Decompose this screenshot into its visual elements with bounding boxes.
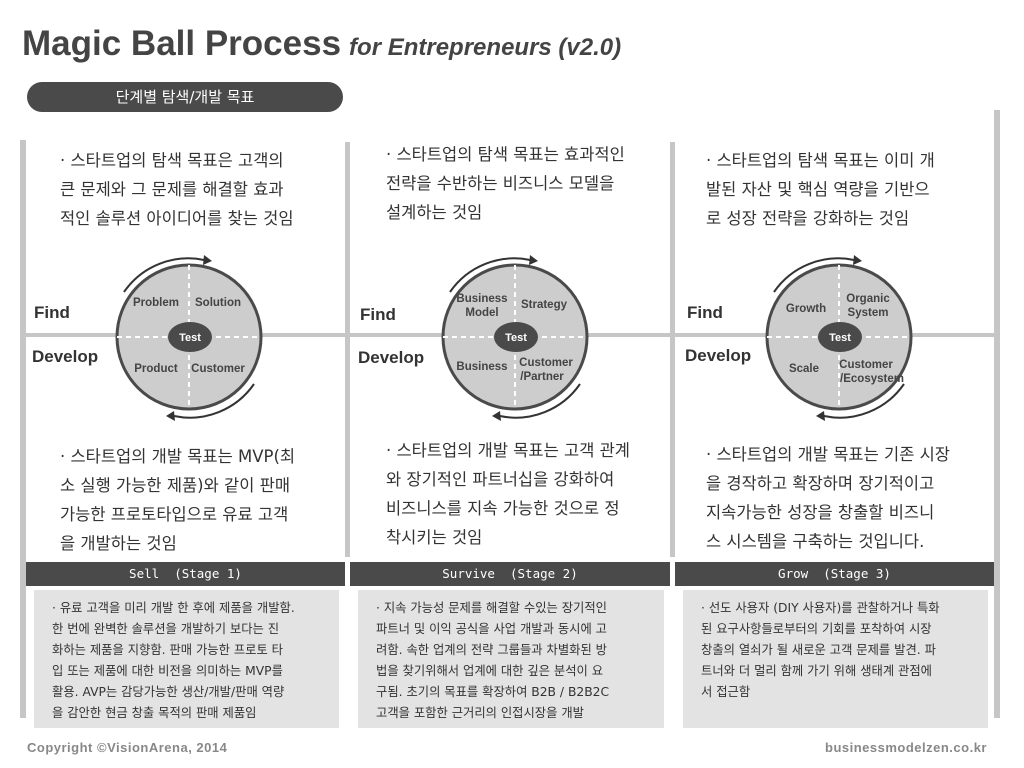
circle-tl-label-line2: Model [465,307,498,319]
circle-tr-label: Strategy [521,299,568,311]
stage-bar: Sell (Stage 1) [26,562,345,586]
circle-tr-label-line2: System [848,307,889,319]
find-label: Find [360,305,396,324]
circle-br-label-line2: /Partner [520,371,564,383]
website-text: businessmodelzen.co.kr [825,740,987,755]
circle-center-label: Test [829,332,851,344]
stage-description: · 유료 고객을 미리 개발 한 후에 제품을 개발함.한 번에 완벽한 솔루션… [34,590,339,728]
circle-br-label: Customer [839,359,893,371]
stage-bar: Grow (Stage 3) [675,562,994,586]
column-divider [20,140,26,718]
stage-bar: Survive (Stage 2) [350,562,670,586]
magic-ball-diagram: Test Growth Organic System Scale Custome… [765,255,913,421]
section-pill: 단계별 탐색/개발 목표 [27,82,343,112]
circle-tl-label: Business [456,293,507,305]
page-title: Magic Ball Process for Entrepreneurs (v2.… [22,24,621,64]
circle-tl-label: Growth [786,303,826,315]
circle-tl-label: Problem [133,297,179,309]
circle-br-label-line2: /Ecosystem [840,373,904,385]
magic-ball-diagram: Test Problem Solution Product Customer [115,255,263,421]
magic-ball-diagram: Test Business Model Strategy Business Cu… [441,255,589,421]
title-main: Magic Ball Process [22,24,342,63]
circle-bl-label: Product [134,363,178,375]
circle-bl-label: Scale [789,363,819,375]
find-label: Find [687,303,723,322]
circle-center-label: Test [505,332,527,344]
circle-br-label: Customer [191,363,245,375]
title-sub: for Entrepreneurs (v2.0) [349,34,622,61]
circle-bl-label: Business [456,361,507,373]
copyright-text: Copyright ©VisionArena, 2014 [27,740,228,755]
circle-br-label: Customer [519,357,573,369]
circle-tr-label: Solution [195,297,241,309]
column-divider [345,142,350,557]
column-divider [670,142,675,557]
circle-center-label: Test [179,332,201,344]
circle-tr-label: Organic [846,293,890,305]
develop-label: Develop [32,347,99,366]
column-divider [994,110,1000,718]
find-label: Find [34,303,70,322]
develop-label: Develop [358,348,425,367]
develop-label: Develop [685,346,752,365]
